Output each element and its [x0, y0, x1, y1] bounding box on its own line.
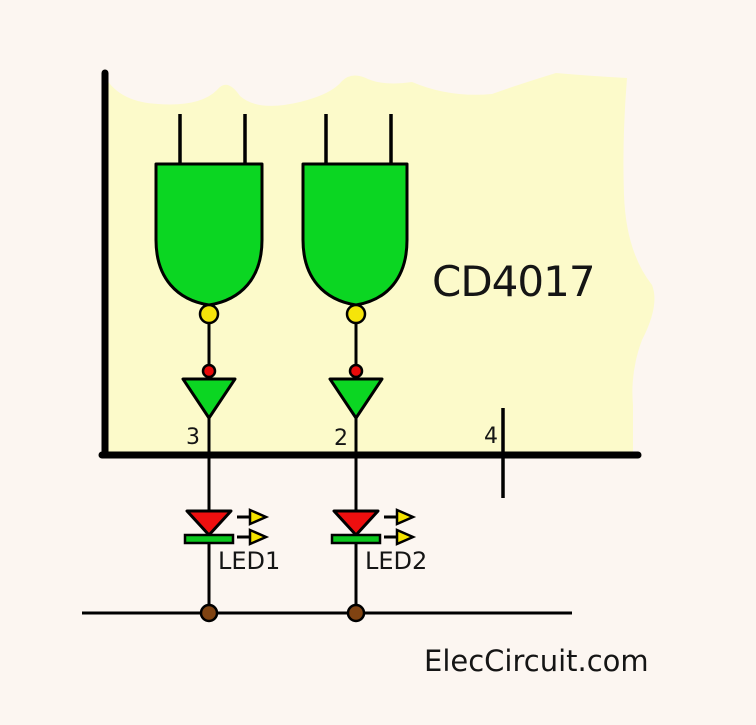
light-arrow-icon	[248, 508, 270, 526]
gate-stage-1: 3	[154, 114, 264, 511]
pin-4-stub: 4	[484, 408, 505, 498]
logic-state-dot-icon	[348, 363, 364, 379]
led2-label: LED2	[365, 547, 427, 575]
led-cathode-bar	[330, 533, 382, 545]
junction-dot-icon	[199, 603, 219, 623]
ic-label: CD4017	[432, 257, 595, 306]
junction-dot-icon	[346, 603, 366, 623]
pin-label-3: 3	[186, 425, 200, 450]
light-arrow-icon	[395, 528, 417, 546]
led2-symbol: LED2	[330, 508, 427, 613]
inversion-bubble-icon	[198, 303, 220, 325]
nand-gate-body	[301, 162, 409, 307]
gate-stage-2: 2	[301, 114, 409, 511]
led1-symbol: LED1	[183, 508, 280, 613]
led-cathode-bar	[183, 533, 235, 545]
led1-label: LED1	[218, 547, 280, 575]
light-arrow-icon	[248, 528, 270, 546]
watermark: ElecCircuit.com	[424, 644, 649, 678]
led-anode-triangle	[332, 509, 380, 537]
led-anode-triangle	[185, 509, 233, 537]
light-arrow-icon	[395, 508, 417, 526]
inversion-bubble-icon	[345, 303, 367, 325]
logic-state-dot-icon	[201, 363, 217, 379]
pin-label-2: 2	[334, 426, 348, 451]
nand-gate-body	[154, 162, 264, 307]
inverter-triangle	[181, 377, 237, 420]
pin-label-4: 4	[484, 424, 498, 449]
inverter-triangle	[328, 377, 384, 420]
